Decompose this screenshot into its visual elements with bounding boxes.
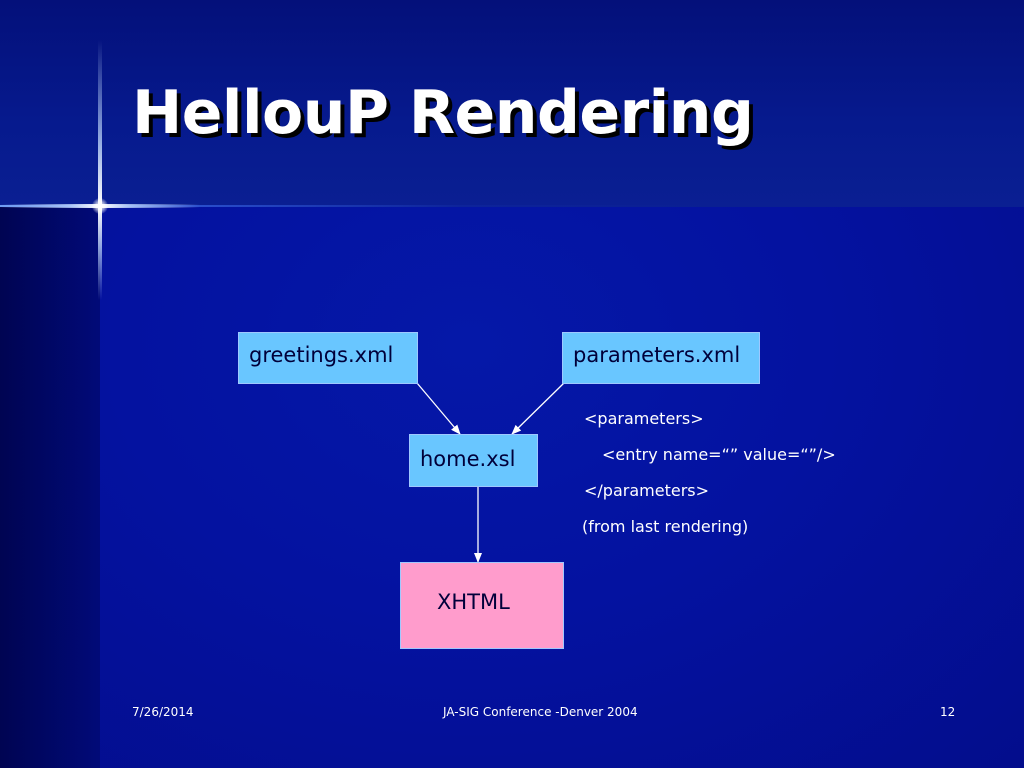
- annotation-line-source-note: (from last rendering): [582, 517, 749, 536]
- annotation-line-parameters-close: </parameters>: [584, 481, 710, 500]
- footer-date: 7/26/2014: [132, 705, 194, 719]
- footer-conference: JA-SIG Conference -Denver 2004: [443, 705, 638, 719]
- sparkle-icon: [92, 198, 108, 214]
- annotation-line-parameters-open: <parameters>: [584, 409, 704, 428]
- node-xhtml: XHTML: [400, 562, 564, 649]
- node-label: XHTML: [437, 590, 510, 614]
- arrow-greetings-to-home: [416, 382, 461, 435]
- title-divider-line: [0, 205, 1024, 207]
- node-label: greetings.xml: [249, 343, 394, 367]
- node-label: parameters.xml: [573, 343, 741, 367]
- annotation-line-entry: <entry name=“” value=“”/>: [602, 445, 836, 464]
- slide-title: HellouP Rendering: [132, 78, 754, 148]
- node-parameters-xml: parameters.xml: [562, 332, 760, 384]
- footer-page-number: 12: [940, 705, 956, 719]
- sparkle-vertical-ray: [98, 40, 102, 300]
- title-band: [0, 0, 1024, 207]
- node-greetings-xml: greetings.xml: [238, 332, 418, 384]
- arrow-parameters-to-home: [511, 382, 565, 435]
- node-label: home.xsl: [420, 447, 516, 471]
- node-home-xsl: home.xsl: [409, 434, 538, 487]
